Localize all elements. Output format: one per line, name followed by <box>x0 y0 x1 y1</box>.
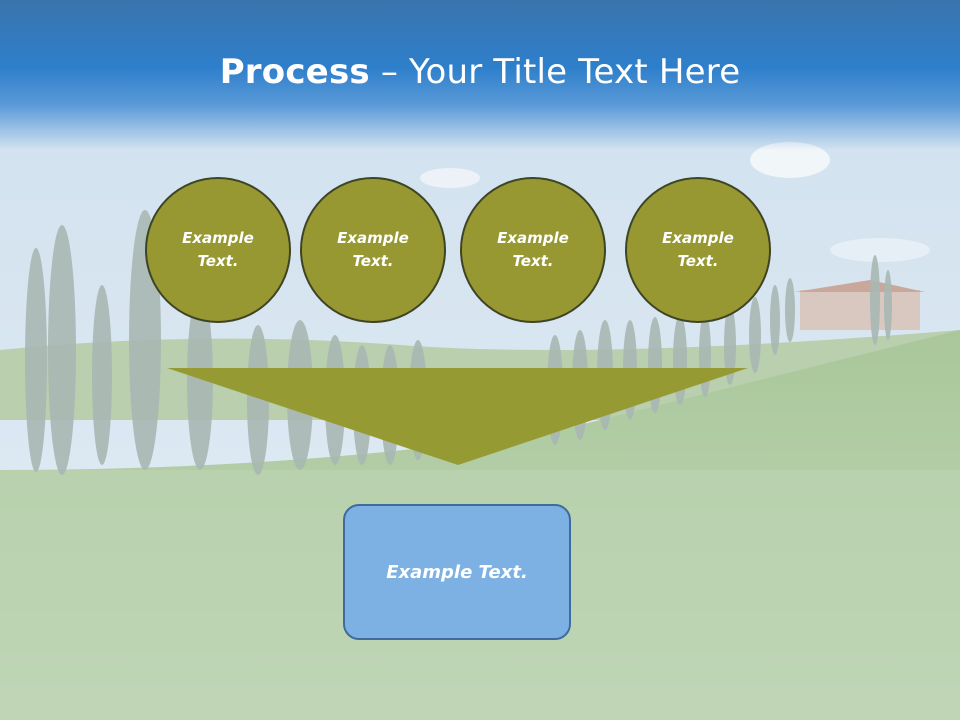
title-bold-part: Process <box>219 52 370 92</box>
title-rest-part: – Your Title Text Here <box>369 52 741 92</box>
process-step-label: Example Text. <box>337 229 409 270</box>
process-step-label: Example Text. <box>497 229 569 270</box>
title-bar <box>0 0 960 150</box>
process-step-label: Example Text. <box>182 229 254 270</box>
result-label: Example Text. <box>386 561 528 583</box>
process-step-label: Example Text. <box>662 229 734 270</box>
process-step-circle-4: Example Text. <box>625 177 771 323</box>
funnel-triangle <box>167 368 748 465</box>
result-box: Example Text. <box>343 504 571 640</box>
slide-title: Process – Your Title Text Here <box>0 52 960 92</box>
process-step-circle-1: Example Text. <box>145 177 291 323</box>
process-step-circle-2: Example Text. <box>300 177 446 323</box>
process-step-circle-3: Example Text. <box>460 177 606 323</box>
